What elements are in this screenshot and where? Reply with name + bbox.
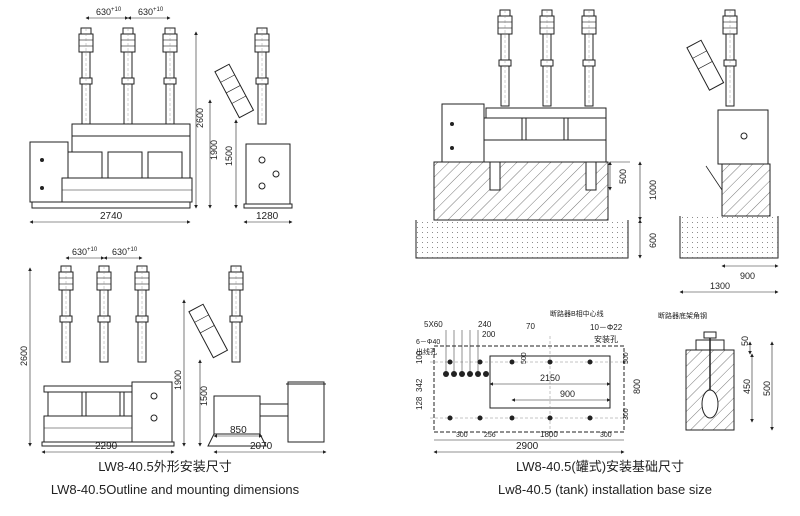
anchor-d500: 500 xyxy=(762,381,772,396)
plan-d800: 800 xyxy=(632,379,642,394)
plan-d240: 240 xyxy=(478,320,492,329)
bottom-left-outline-view: 630+10 630+10 2600 1900 1500 2290 850 20… xyxy=(19,247,327,454)
caption-left-cn: LW8-40.5外形安装尺寸 xyxy=(98,459,232,474)
tl-h1500: 1500 xyxy=(224,146,234,166)
plan-mount-holes: 安装孔 xyxy=(594,334,618,344)
tl-pitch1: 630 xyxy=(96,7,111,17)
bl-tol2: +10 xyxy=(127,247,138,253)
plan-outlet-hole: 出线孔 xyxy=(416,347,437,356)
plan-center-line: 断路器B相中心线 xyxy=(550,309,604,318)
plan-holes: 5X60 xyxy=(424,320,443,329)
plan-d128: 128 xyxy=(415,396,424,410)
tl-pitch2: 630 xyxy=(138,7,153,17)
caption-left-en: LW8-40.5Outline and mounting dimensions xyxy=(50,482,300,497)
bl-w2290: 2290 xyxy=(95,441,118,452)
plan-d900: 900 xyxy=(560,389,575,399)
tr-d900: 900 xyxy=(740,271,755,281)
tl-tol1: +10 xyxy=(111,7,122,13)
tl-w2740: 2740 xyxy=(100,211,123,222)
plan-d256: 256 xyxy=(484,432,496,439)
plan-bolts: 10－Φ22 xyxy=(590,323,623,332)
svg-text:630+10: 630+10 xyxy=(138,7,164,17)
tl-tol2: +10 xyxy=(153,7,164,13)
plan-angle-steel: 断路器底架角钢 xyxy=(658,311,707,320)
plan-d342: 342 xyxy=(415,378,424,392)
top-right-base-elevation: 500 1000 600 900 1300 xyxy=(415,9,779,294)
plan-d2900: 2900 xyxy=(516,441,539,452)
tl-h1900: 1900 xyxy=(209,140,219,160)
anchor-d450: 450 xyxy=(742,379,752,394)
plan-d300: 300 xyxy=(600,432,612,439)
bl-pitch2: 630 xyxy=(112,247,127,257)
bl-h1500: 1500 xyxy=(199,386,209,406)
plan-d200: 200 xyxy=(482,330,496,339)
bl-w2070: 2070 xyxy=(250,441,273,452)
tr-d1300: 1300 xyxy=(710,281,730,291)
anchor-bolt-detail: 50 450 500 xyxy=(685,331,774,431)
tr-d500: 500 xyxy=(618,169,628,184)
plan-d2150: 2150 xyxy=(540,373,560,383)
plan-d500b: 500 xyxy=(521,352,528,364)
bl-tol1: +10 xyxy=(87,247,98,253)
plan-d300b-side: 300 xyxy=(623,408,630,420)
tr-d600: 600 xyxy=(648,233,658,248)
plan-d1800: 1800 xyxy=(540,430,558,439)
caption-right-en: Lw8-40.5 (tank) installation base size xyxy=(498,482,712,497)
bl-pitch1: 630 xyxy=(72,247,87,257)
bl-w850: 850 xyxy=(230,425,247,436)
anchor-d50: 50 xyxy=(740,336,750,346)
bottom-right-plan-view: 5X60 240 200 70 断路器B相中心线 10－Φ22 安装孔 6－Φ4… xyxy=(415,309,707,454)
svg-text:630+10: 630+10 xyxy=(112,247,138,257)
plan-d100: 100 xyxy=(415,350,424,364)
tl-h2600: 2600 xyxy=(195,108,205,128)
plan-d70: 70 xyxy=(526,322,535,331)
top-left-outline-view: 630+10 630+10 2600 1900 1500 2740 1280 xyxy=(29,7,293,224)
svg-text:630+10: 630+10 xyxy=(96,7,122,17)
plan-outlet: 6－Φ40 xyxy=(416,339,440,346)
plan-d500a: 500 xyxy=(623,352,630,364)
tl-w1280: 1280 xyxy=(256,211,279,222)
svg-text:630+10: 630+10 xyxy=(72,247,98,257)
tr-d1000: 1000 xyxy=(648,180,658,200)
bl-h1900: 1900 xyxy=(173,370,183,390)
caption-right-cn: LW8-40.5(罐式)安装基础尺寸 xyxy=(515,459,685,474)
bl-h2600: 2600 xyxy=(19,346,29,366)
plan-d300a: 300 xyxy=(456,432,468,439)
